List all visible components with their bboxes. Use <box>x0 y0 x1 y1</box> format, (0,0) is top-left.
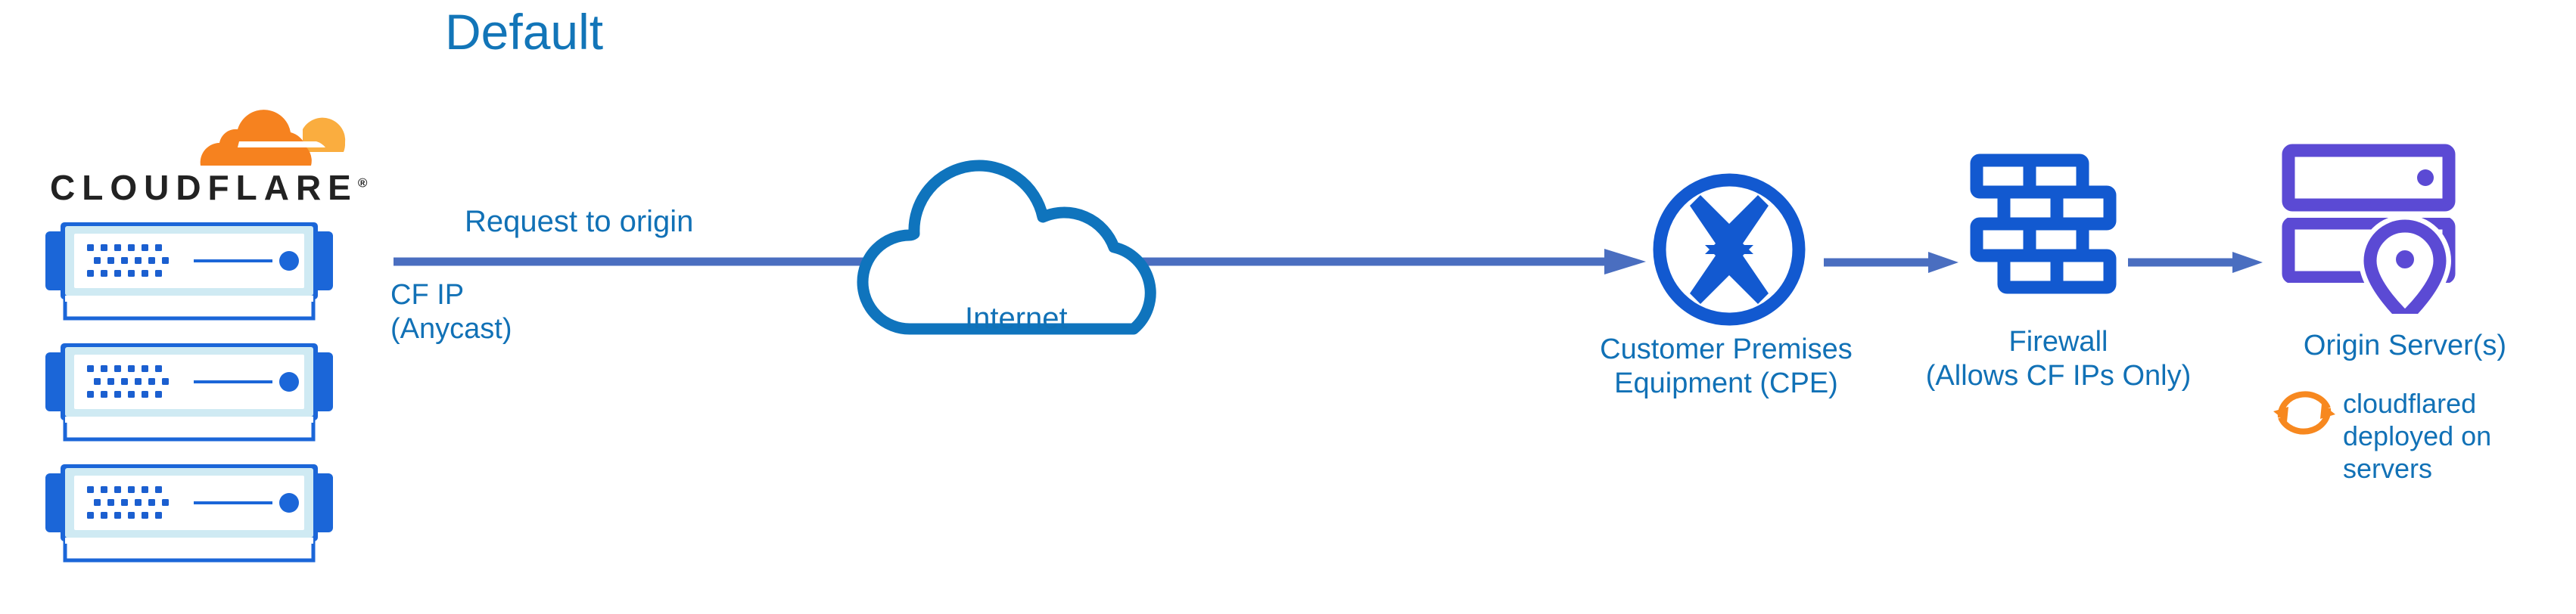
page-title: Default <box>445 4 604 60</box>
cloudflare-cloud-logo-icon <box>189 95 348 166</box>
cloudflare-wordmark: CLOUDFLARE® <box>50 170 367 205</box>
router-icon <box>1646 166 1812 333</box>
origin-server-label: Origin Server(s) <box>2303 330 2507 361</box>
cloudflare-brand: CLOUDFLARE® <box>23 95 367 205</box>
internet-label: Internet <box>965 302 1068 335</box>
cloudflare-wordmark-text: CLOUDFLARE <box>50 168 358 207</box>
cloud-icon <box>840 110 1279 336</box>
cloudflare-edge-server-2 <box>23 334 356 448</box>
brick-wall-icon <box>1968 151 2119 310</box>
sync-arrows-icon <box>2270 378 2338 446</box>
cloudflare-edge-server-1 <box>23 213 356 327</box>
registered-trademark-icon: ® <box>357 175 368 191</box>
cpe-label: Customer Premises Equipment (CPE) <box>1600 333 1853 399</box>
server-with-location-pin-icon <box>2278 140 2459 314</box>
arrow-right-icon-cpe-to-firewall <box>1824 250 1960 275</box>
cloudflare-edge-server-3 <box>23 455 356 569</box>
cloudflared-label: cloudflared deployed on servers <box>2343 388 2492 485</box>
firewall-label: Firewall (Allows CF IPs Only) <box>1925 326 2192 392</box>
arrow-right-icon-firewall-to-origin <box>2128 250 2264 275</box>
cf-ip-anycast-label: CF IP (Anycast) <box>390 279 512 345</box>
main-flow-label: Request to origin <box>465 205 694 238</box>
